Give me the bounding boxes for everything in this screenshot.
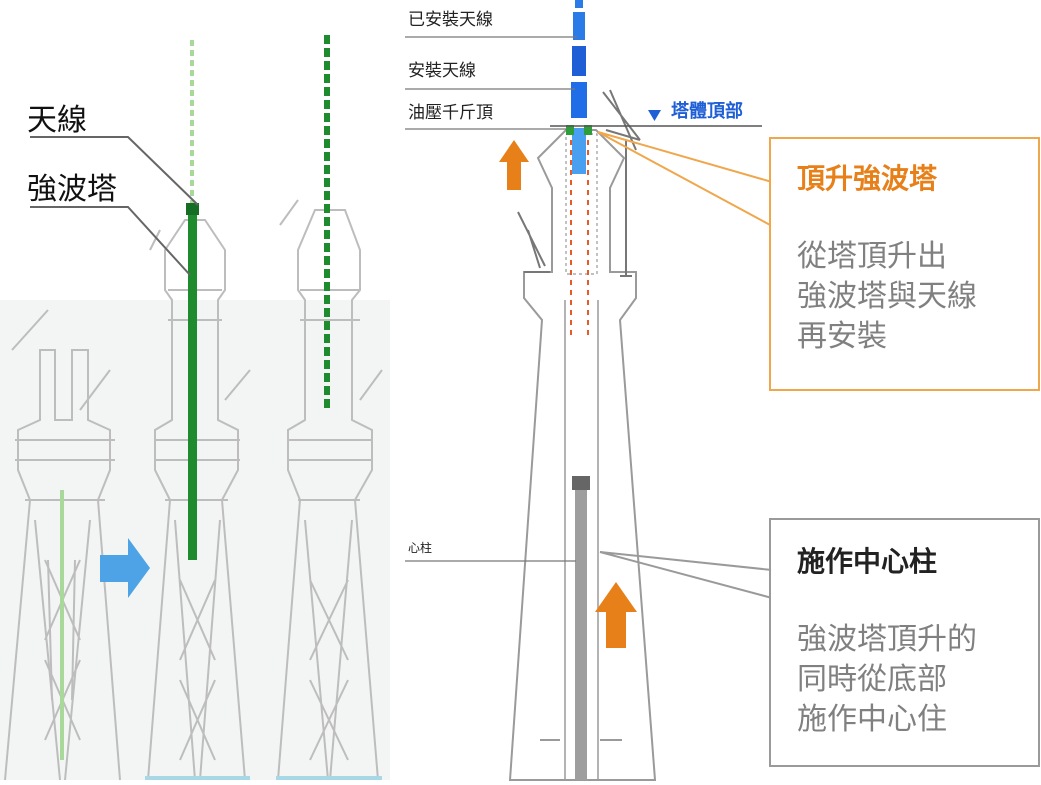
gain-tower-stage-2-cap	[186, 203, 199, 215]
label-installed-antenna: 已安裝天線	[408, 10, 493, 30]
callout-core: 施作中心柱 強波塔頂升的 同時從底部 施作中心住	[769, 518, 1040, 767]
hydraulic-jack-right	[584, 125, 592, 135]
callout-lift-line-3: 再安裝	[797, 319, 887, 354]
label-hydraulic-jack: 油壓千斤頂	[408, 103, 493, 123]
core-pillar	[575, 488, 587, 780]
core-pillar-top	[572, 476, 590, 490]
callout-core-line-2: 同時從底部	[797, 662, 947, 697]
installed-antenna-seg-3	[571, 82, 587, 118]
arrow-up-icon	[499, 140, 529, 190]
label-tower-top: 塔體頂部	[671, 101, 743, 122]
leader-core-callout	[599, 551, 773, 599]
triangle-down-icon	[648, 110, 661, 121]
callout-core-title: 施作中心柱	[797, 545, 938, 578]
callout-core-line-1: 強波塔頂升的	[797, 622, 977, 657]
label-antenna: 天線	[27, 103, 87, 138]
label-core-pillar: 心柱	[408, 541, 433, 555]
leader-gain-tower	[30, 206, 191, 276]
leader-lift-callout	[597, 131, 773, 227]
callout-lift-line-1: 從塔頂升出	[797, 239, 947, 274]
installed-antenna-seg-1	[573, 12, 585, 40]
right-panel	[405, 0, 773, 781]
callout-lift-line-2: 強波塔與天線	[797, 279, 977, 314]
tower-crane-right	[602, 89, 641, 277]
left-panel	[0, 35, 390, 781]
arrow-right-icon	[100, 538, 150, 598]
installed-antenna-seg-2	[572, 46, 586, 76]
callout-lift-title: 頂升強波塔	[797, 162, 938, 195]
leader-antenna	[30, 136, 199, 206]
installed-antenna-tip	[575, 0, 583, 8]
arrow-up-icon-lower	[595, 582, 637, 648]
antenna-in-shaft	[572, 128, 586, 174]
label-install-antenna: 安裝天線	[408, 61, 476, 81]
callout-core-line-3: 施作中心住	[797, 702, 947, 737]
hydraulic-jack-left	[566, 125, 574, 135]
tower-crane-left	[517, 211, 550, 273]
callout-lift-body: 從塔頂升出 強波塔與天線 再安裝	[797, 237, 977, 357]
callout-core-body: 強波塔頂升的 同時從底部 施作中心住	[797, 620, 977, 740]
callout-lift: 頂升強波塔 從塔頂升出 強波塔與天線 再安裝	[769, 137, 1040, 391]
gain-tower-stage-2	[188, 205, 197, 560]
label-gain-tower: 強波塔	[27, 172, 117, 207]
gain-tower-outline	[565, 133, 598, 275]
